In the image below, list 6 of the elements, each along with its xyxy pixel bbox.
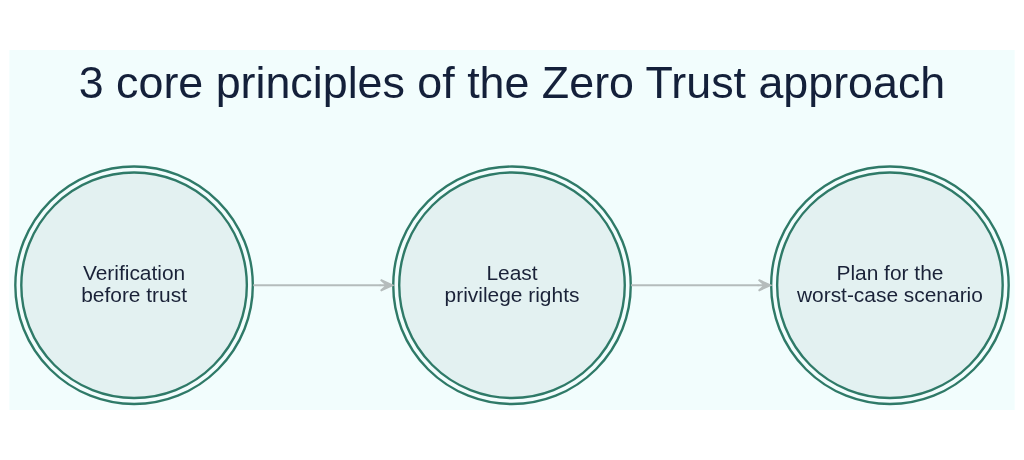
arrow xyxy=(252,279,394,292)
node-circle: Least privilege rights xyxy=(392,165,632,406)
diagram-title: 3 core principles of the Zero Trust approach xyxy=(78,56,946,107)
node-circle: Verification before trust xyxy=(14,165,255,406)
arrow xyxy=(630,279,772,292)
node-circle: Plan for the worst-case scenario xyxy=(769,165,1010,406)
